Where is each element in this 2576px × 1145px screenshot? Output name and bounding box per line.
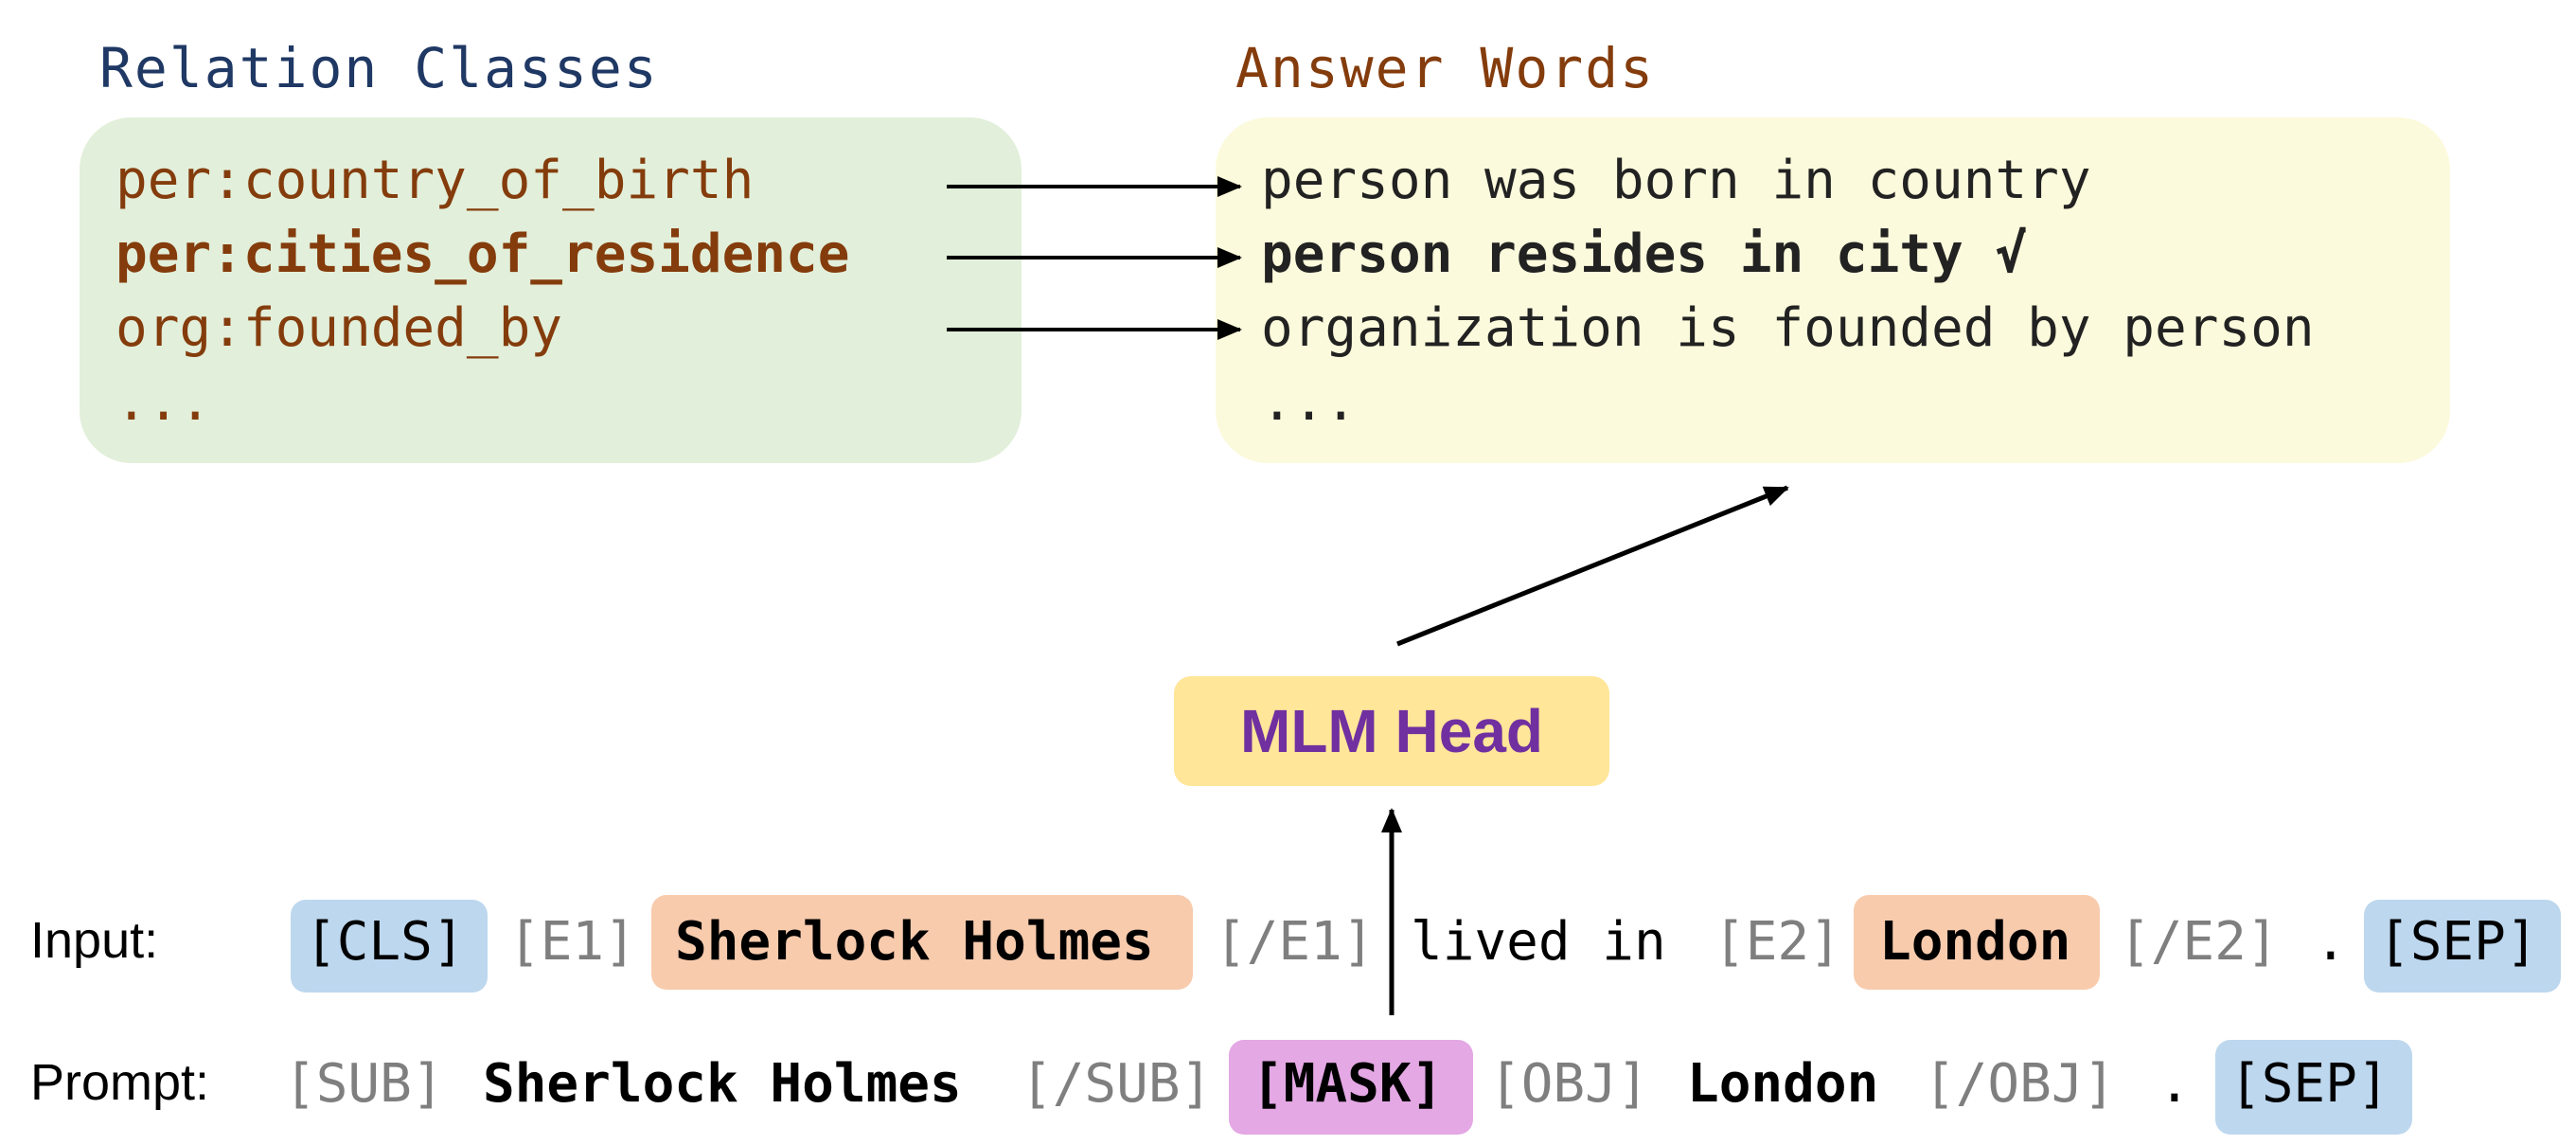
relation-class-item: per:country_of_birth	[115, 150, 755, 211]
input-token-subject: Sherlock Holmes	[675, 911, 1154, 973]
prompt-token-sep: [SEP]	[2230, 1053, 2389, 1115]
object-entity-highlight	[1854, 895, 2100, 990]
input-token-sep: [SEP]	[2378, 911, 2538, 973]
input-row-label: Input:	[30, 912, 159, 969]
answer-word-item: person was born in country	[1261, 150, 2091, 211]
mlm-output-arrow	[1396, 485, 1789, 647]
input-token-e1-end: [/E1]	[1215, 911, 1375, 973]
prompt-token-mask: [MASK]	[1252, 1053, 1444, 1115]
answer-word-item: organization is founded by person	[1261, 297, 2315, 359]
input-token-cls: [CLS]	[305, 911, 465, 973]
prompt-token-subject: Sherlock Holmes	[483, 1053, 962, 1115]
relation-classes-title: Relation Classes	[99, 36, 659, 100]
prompt-token-period: .	[2159, 1053, 2191, 1115]
prompt-token-object: London	[1687, 1053, 1879, 1115]
cls-token-highlight	[291, 900, 488, 993]
sep-token-highlight	[2364, 900, 2561, 993]
prompt-token-sub-end: [/SUB]	[1021, 1053, 1213, 1115]
input-token-e2: [E2]	[1714, 911, 1841, 973]
prompt-token-obj: [OBJ]	[1489, 1053, 1649, 1115]
relation-class-ellipsis: ...	[115, 371, 212, 433]
answer-word-ellipsis: ...	[1261, 371, 1358, 433]
prompt-token-sub: [SUB]	[284, 1053, 444, 1115]
prompt-row-label: Prompt:	[30, 1054, 210, 1111]
sep-token-highlight	[2215, 1040, 2412, 1135]
relation-classes-panel	[80, 117, 1022, 463]
answer-words-title: Answer Words	[1235, 36, 1656, 100]
answer-words-panel	[1216, 117, 2450, 463]
prompt-token-obj-end: [/OBJ]	[1924, 1053, 2116, 1115]
input-token-period: .	[2315, 911, 2347, 973]
input-token-text: lived in	[1411, 911, 1666, 973]
relation-class-item-selected: per:cities_of_residence	[115, 224, 850, 285]
input-token-e2-end: [/E2]	[2119, 911, 2279, 973]
mask-token-highlight	[1229, 1040, 1473, 1135]
mlm-head-label: MLM Head	[1240, 697, 1543, 765]
mlm-head-box: MLM Head	[1174, 676, 1609, 786]
input-token-object: London	[1879, 911, 2071, 973]
relation-class-item: org:founded_by	[115, 297, 563, 359]
subject-entity-highlight	[651, 895, 1193, 990]
answer-word-item-selected: person resides in city √	[1261, 224, 2028, 285]
input-token-e1: [E1]	[508, 911, 636, 973]
